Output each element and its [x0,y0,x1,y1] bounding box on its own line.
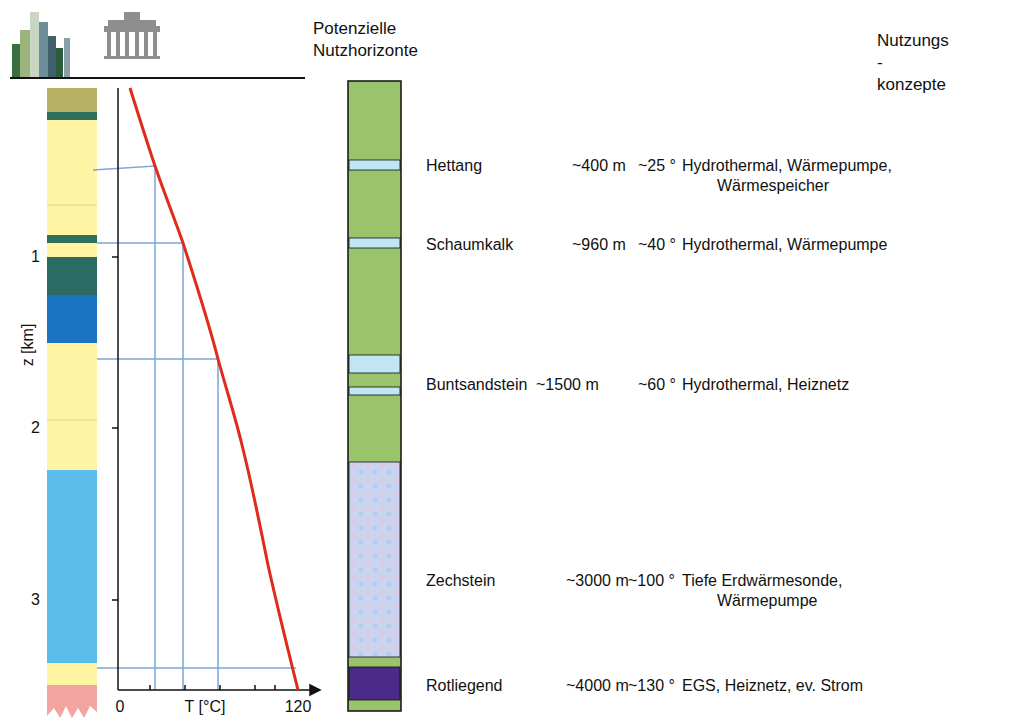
horizon-column [348,81,401,711]
strat-column [47,88,97,718]
horizon-name: Schaumkalk [426,235,513,255]
depth-value: ~3000 m [566,571,629,591]
horizon-name: Hettang [426,156,482,176]
temperature-value: ~60 ° [638,375,676,395]
column-heading: Potenzielle Nutzhorizonte [313,18,418,62]
tick-label: 0 [116,697,125,717]
depth-leader [93,166,296,690]
ground-line [10,77,305,79]
tick-label: 2 [31,418,40,438]
tick-label: 3 [31,590,40,610]
temperature-value: ~25 ° [638,156,676,176]
temperature-value: ~40 ° [638,235,676,255]
depth-value: ~960 m [572,235,626,255]
usage-concept: Hydrothermal, Heiznetz [682,375,849,395]
depth-value: ~4000 m [566,676,629,696]
tick-label: 1 [31,247,40,267]
axis [112,88,320,695]
horizon-name: Buntsandstein [426,375,527,395]
depth-value: ~400 m [572,156,626,176]
axis-title: T [°C] [185,697,226,717]
gate-icon [104,12,160,59]
temperature-curve [130,88,298,690]
tick-label: 120 [285,697,312,717]
axis-title: z [km] [18,324,38,367]
usage-concept: EGS, Heiznetz, ev. Strom [682,676,863,696]
temperature-value: ~130 ° [628,676,675,696]
depth-value: ~1500 m [536,375,599,395]
horizon-name: Rotliegend [426,676,503,696]
column-heading: Nutzungs -konzepte [877,30,949,96]
usage-concept: Tiefe Erdwärmesonde, Wärmepumpe [682,571,912,611]
usage-concept: Hydrothermal, Wärmepumpe, Wärmespeicher [682,156,982,196]
horizon-name: Zechstein [426,571,495,591]
usage-concept: Hydrothermal, Wärmepumpe [682,235,887,255]
temperature-value: ~100 ° [628,571,675,591]
skyline-icon [12,12,70,78]
